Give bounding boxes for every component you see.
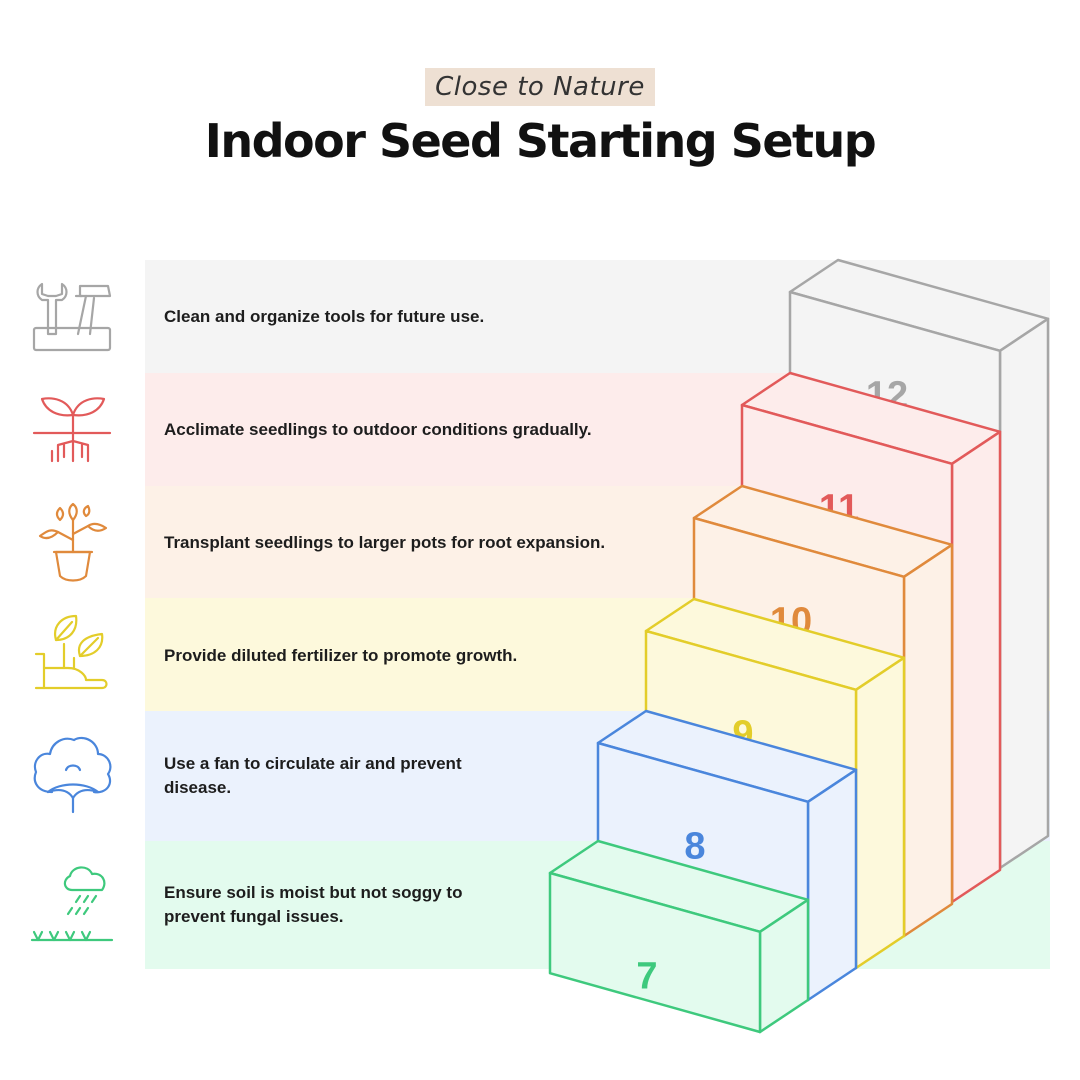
- header: Close to Nature Indoor Seed Starting Set…: [0, 68, 1080, 168]
- step-text-8: Use a fan to circulate air and prevent d…: [164, 754, 462, 797]
- toolbox-icon: [28, 272, 118, 362]
- hand-leaves-icon: [28, 610, 118, 700]
- step-text-7: Ensure soil is moist but not soggy to pr…: [164, 883, 463, 926]
- sprout-roots-icon: [28, 385, 118, 475]
- step-text-11: Acclimate seedlings to outdoor condition…: [164, 420, 592, 439]
- tree-air-icon: [28, 728, 118, 818]
- step-text-9: Provide diluted fertilizer to promote gr…: [164, 646, 518, 665]
- step-text-12: Clean and organize tools for future use.: [164, 307, 485, 326]
- potted-plant-icon: [28, 498, 118, 588]
- page-title: Indoor Seed Starting Setup: [204, 114, 877, 168]
- subtitle: Close to Nature: [425, 68, 655, 106]
- rain-grass-icon: [28, 860, 118, 950]
- step-text-10: Transplant seedlings to larger pots for …: [164, 533, 606, 552]
